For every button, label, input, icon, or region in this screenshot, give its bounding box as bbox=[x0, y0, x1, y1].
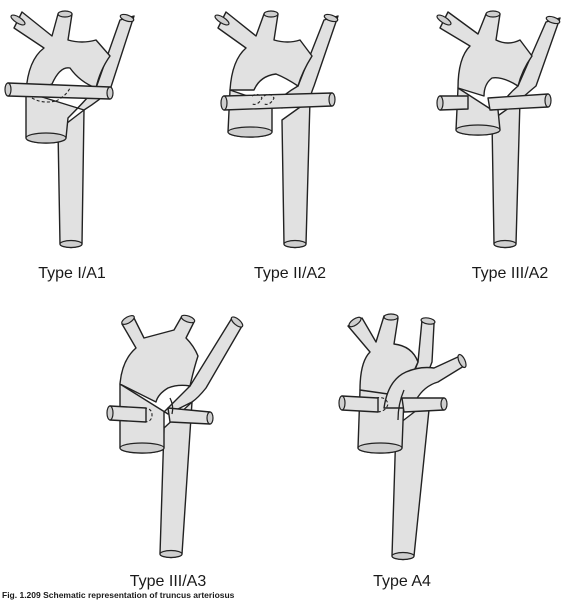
vessel-end bbox=[121, 315, 135, 325]
truncal-root bbox=[25, 132, 67, 144]
vessel-end bbox=[328, 92, 336, 107]
right-pulmonary-artery bbox=[109, 405, 147, 423]
panel-label: Type I/A1 bbox=[38, 265, 106, 282]
arch-top bbox=[119, 315, 199, 403]
truncal-root bbox=[455, 124, 501, 136]
diagram-type-3-a2: Type III/A2 bbox=[436, 10, 561, 282]
vessel-end bbox=[436, 95, 444, 111]
right-pulmonary-artery bbox=[341, 395, 379, 413]
vessel-end bbox=[214, 14, 230, 26]
truncal-root bbox=[227, 126, 273, 138]
panel-label: Type II/A2 bbox=[254, 265, 326, 282]
vessel-end bbox=[485, 10, 501, 18]
vessel-end bbox=[457, 353, 467, 369]
arch-top bbox=[217, 11, 313, 91]
left-pulmonary-artery bbox=[167, 407, 211, 425]
ductus-course bbox=[397, 389, 405, 421]
hidden-pulmonary-origins bbox=[251, 93, 275, 105]
vessel-end bbox=[119, 13, 135, 23]
vessel-end bbox=[440, 397, 448, 411]
diagram-type-2-a2: Type II/A2 bbox=[214, 10, 339, 282]
left-pulmonary-artery bbox=[487, 93, 549, 111]
descending-aorta bbox=[159, 401, 193, 559]
hidden-pulmonary-trunk bbox=[31, 87, 71, 103]
vessel-end bbox=[283, 239, 307, 249]
vessel-end bbox=[10, 14, 26, 26]
vessel-end bbox=[436, 14, 452, 26]
panel-label: Type A4 bbox=[373, 573, 431, 590]
vessel-end bbox=[263, 10, 279, 18]
left-pulmonary-artery bbox=[401, 397, 445, 413]
right-pulmonary-artery bbox=[439, 95, 469, 111]
panel-label: Type III/A2 bbox=[472, 265, 549, 282]
vessel-end bbox=[348, 316, 362, 328]
pulmonary-arch bbox=[383, 355, 465, 409]
vessel-end bbox=[159, 549, 183, 559]
vessel-end bbox=[420, 317, 436, 325]
vessel-end bbox=[383, 313, 399, 321]
diagram-type-1-a1: Type I/A1 bbox=[4, 10, 135, 282]
vessel-end bbox=[59, 239, 83, 249]
vessel-end bbox=[545, 15, 561, 25]
arch-top bbox=[439, 11, 533, 97]
vessel-end bbox=[220, 95, 228, 111]
diagram-type-a4: Type A4 bbox=[338, 313, 467, 590]
panel-label: Type III/A3 bbox=[130, 573, 207, 590]
figure-caption: Fig. 1.209 Schematic representation of t… bbox=[2, 590, 235, 600]
vessel-end bbox=[106, 86, 114, 100]
vessel-end bbox=[493, 239, 517, 249]
descending-aorta bbox=[281, 99, 311, 249]
vessel-end bbox=[106, 405, 114, 421]
pulmonary-arteries bbox=[223, 92, 333, 111]
hidden-pulmonary-origin bbox=[143, 407, 153, 423]
arch-top bbox=[13, 11, 111, 93]
truncal-root bbox=[357, 442, 403, 454]
ductus-course bbox=[169, 397, 174, 415]
vessel-end bbox=[323, 13, 339, 23]
vessel-end bbox=[230, 316, 244, 328]
vessel-end bbox=[338, 395, 346, 411]
vessel-end bbox=[180, 314, 196, 324]
vessel-end bbox=[206, 411, 214, 425]
truncal-root bbox=[119, 442, 165, 454]
vessel-end bbox=[391, 551, 415, 561]
vessel-end bbox=[57, 10, 73, 18]
diagram-type-3-a3: Type III/A3 bbox=[106, 314, 244, 590]
vessel-end bbox=[544, 93, 552, 108]
vessel-end bbox=[4, 82, 12, 97]
